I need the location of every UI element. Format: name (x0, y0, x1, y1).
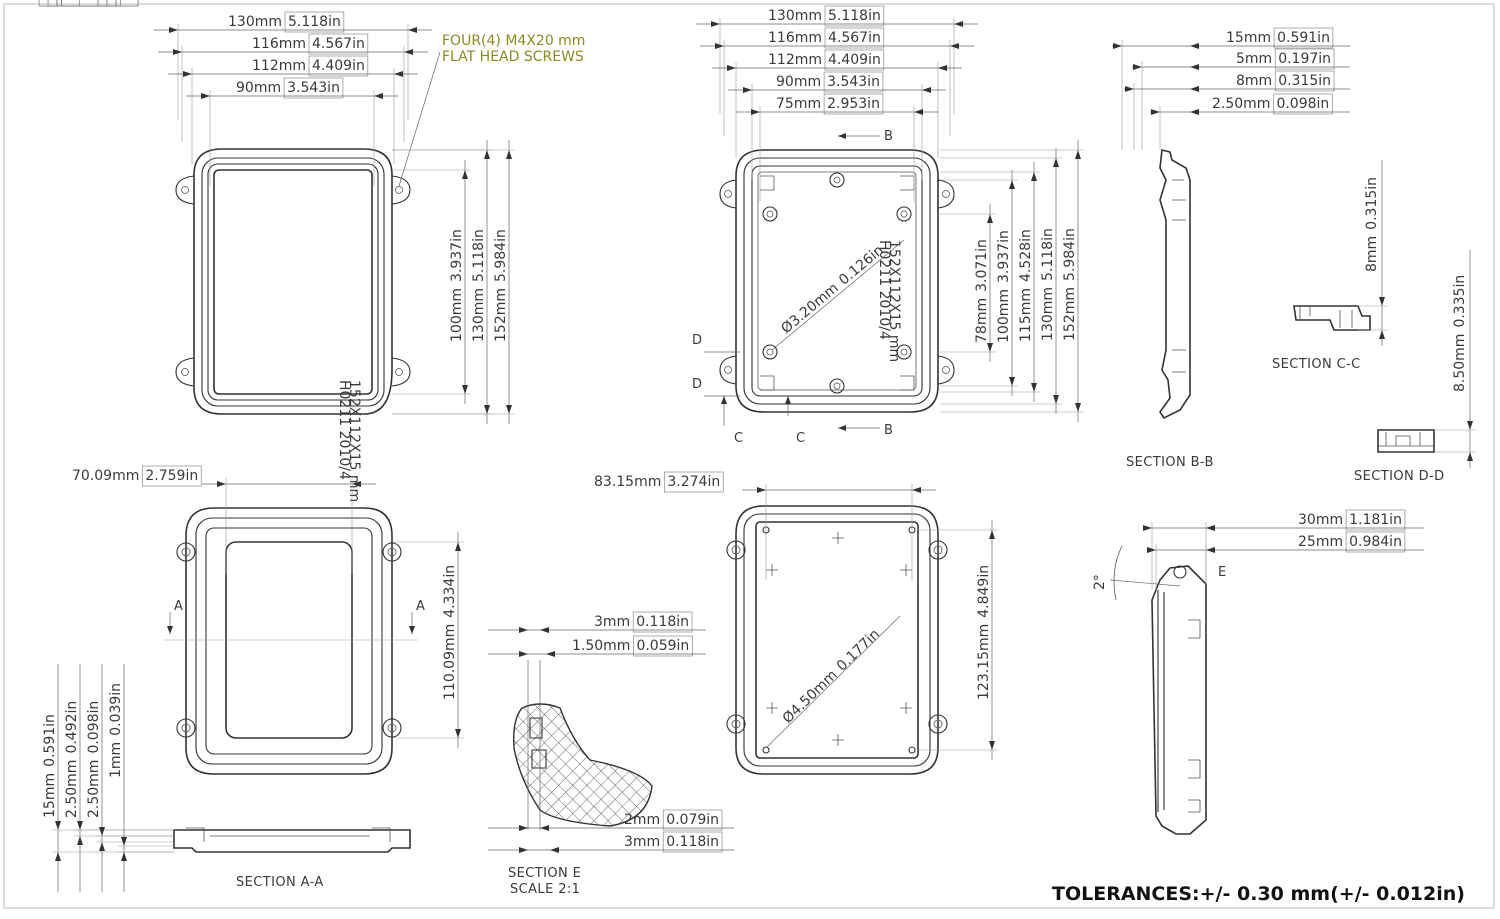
section-e-scale: SCALE 2:1 (510, 882, 580, 897)
part-marking-center-1: H0211 2010/4 (876, 240, 892, 340)
section-dd-title: SECTION D-D (1354, 469, 1445, 484)
dim-section-aa-2: 2.50mm0.098in (86, 701, 102, 818)
view-top-left: H0211 2010/4 152X112X15 mm FOUR(4) M4X20… (175, 33, 585, 502)
section-cc-title: SECTION C-C (1272, 357, 1361, 372)
detail-mark-e: E (1218, 565, 1227, 580)
view-bottom-left: A A (164, 507, 425, 775)
dim-bottom-left-v: 110.09mm4.334in (442, 565, 458, 700)
section-mark-a-left: A (174, 599, 183, 614)
view-section-cc: SECTION C-C (1272, 305, 1371, 372)
sheet-border (3, 3, 1495, 909)
section-mark-d-bottom: D (692, 377, 702, 392)
view-section-e: SECTION E SCALE 2:1 (508, 660, 653, 897)
view-side-right: 2° E (1092, 545, 1227, 835)
section-e-title: SECTION E (508, 866, 581, 881)
dim-bottom-center-v: 123.15mm4.849in (976, 565, 992, 700)
screw-note-line-2: FLAT HEAD SCREWS (442, 49, 584, 65)
dim-top-left-v-0: 100mm3.937in (449, 229, 465, 342)
view-top-center: H0211 2010/4 152X112X15 mm Ø3.20mm0.126i… (692, 129, 955, 446)
tolerance-note: TOLERANCES:+/- 0.30 mm(+/- 0.012in) (1052, 883, 1465, 905)
diameter-label-top: Ø3.20mm0.126in (778, 242, 887, 337)
view-section-bb: SECTION B-B (1126, 149, 1214, 470)
enclosure-outline-inner-view (735, 149, 939, 413)
section-aa-title: SECTION A-A (236, 875, 324, 890)
part-marking-line-2: 152X112X15 mm (346, 380, 362, 502)
section-mark-c-left: C (734, 431, 743, 446)
section-mark-b-bottom: B (884, 423, 893, 438)
dim-top-center-v-4: 152mm5.984in (1062, 228, 1078, 341)
section-mark-d-top: D (692, 333, 702, 348)
section-mark-a-right: A (416, 599, 425, 614)
section-mark-c-right: C (796, 431, 805, 446)
part-marking-line-1: H0211 2010/4 (336, 380, 352, 480)
dim-top-left-v-2: 152mm5.984in (493, 229, 509, 342)
dim-section-aa-1: 2.50mm0.492in (64, 701, 80, 818)
section-bb-title: SECTION B-B (1126, 455, 1214, 470)
view-bottom-center: Ø4.50mm0.177in (726, 505, 948, 775)
dim-top-center-v-2: 115mm4.528in (1018, 229, 1034, 342)
view-section-dd: SECTION D-D (1354, 429, 1445, 484)
diameter-label-bottom: Ø4.50mm0.177in (780, 626, 883, 727)
section-mark-b-top: B (884, 129, 893, 144)
dim-top-center-v-1: 100mm3.937in (996, 230, 1012, 343)
dim-top-left-v-1: 130mm5.118in (471, 229, 487, 342)
part-marking-center-2: 152X112X15 mm (886, 240, 902, 362)
view-section-aa: SECTION A-A (173, 827, 411, 890)
dim-top-center-v-0: 78mm3.071in (974, 239, 990, 343)
angle-label: 2° (1092, 574, 1108, 590)
dim-section-cc: 8mm0.315in (1364, 177, 1380, 272)
screw-note-line-1: FOUR(4) M4X20 mm (442, 33, 585, 49)
dim-top-center-v-3: 130mm5.118in (1040, 228, 1056, 341)
dim-section-aa-3: 1mm0.039in (108, 683, 124, 778)
enclosure-outline (193, 148, 393, 415)
dim-section-aa-0: 15mm0.591in (42, 714, 58, 818)
dim-section-dd: 8.50mm0.335in (1452, 275, 1468, 392)
